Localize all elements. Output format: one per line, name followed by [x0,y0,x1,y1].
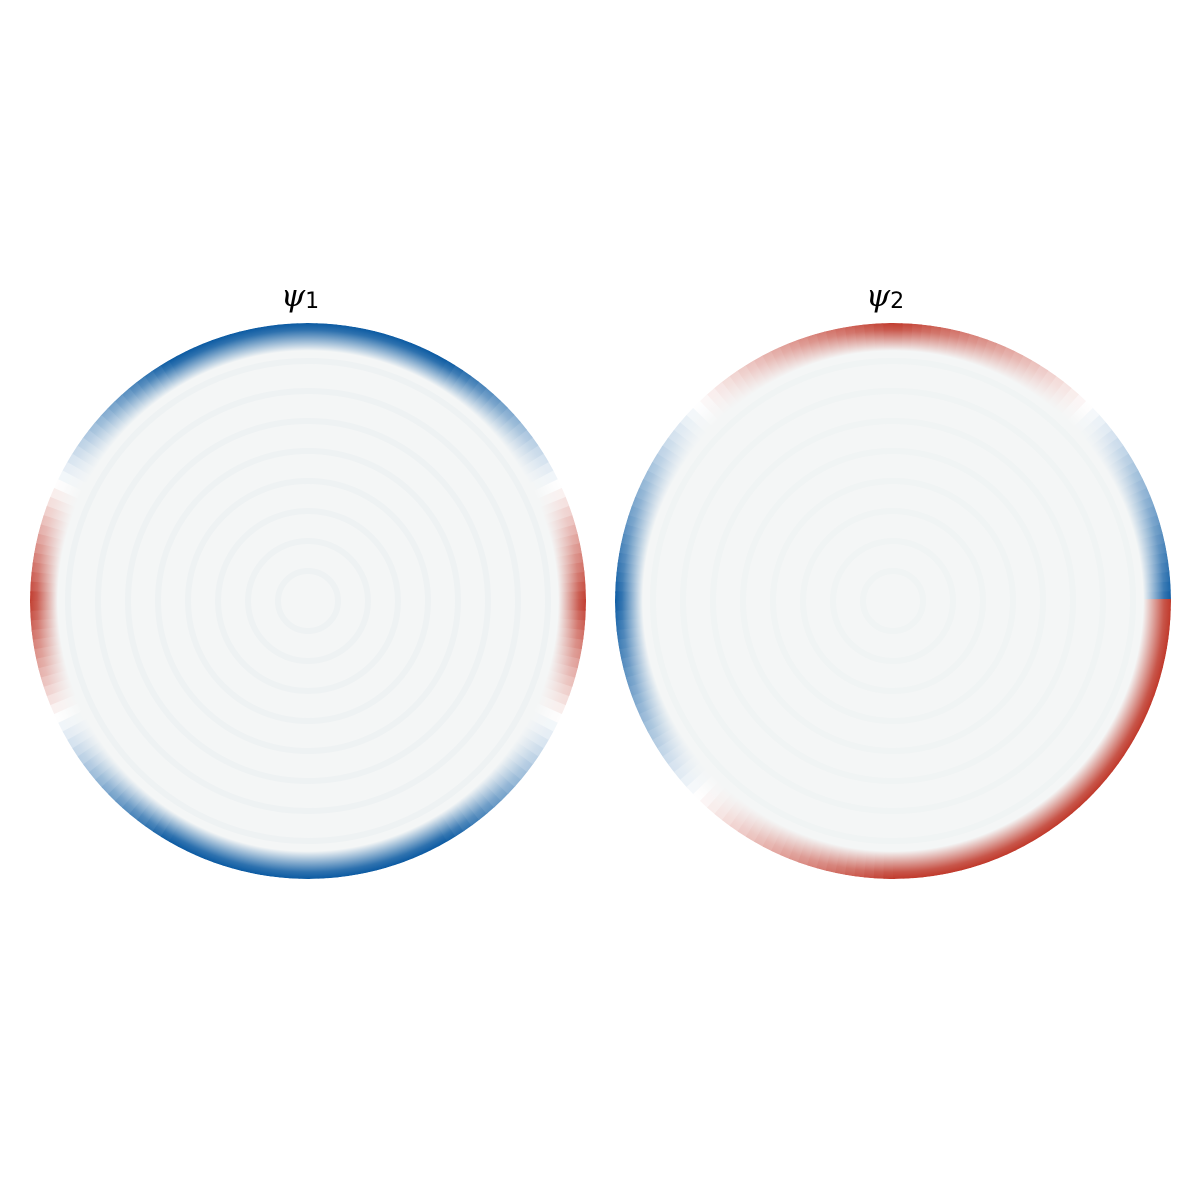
interior-ring [95,388,521,814]
interior-ring [65,358,551,844]
interior-ring [185,478,431,724]
interior-ring [770,478,1016,724]
disk-interior [615,323,1171,879]
interior-ring [830,538,956,664]
field-disk-psi-2 [615,323,1171,879]
panel-psi-1: ψ1 [0,278,600,879]
title-subscript: 1 [305,289,320,314]
interior-ring [245,538,371,664]
interior-ring [740,448,1046,754]
interior-ring [215,508,401,694]
title-symbol: ψ [865,278,891,314]
title-symbol: ψ [280,278,306,314]
field-disk-psi-1 [30,323,586,879]
panel-title-psi-2: ψ2 [585,278,1185,314]
interior-ring [680,388,1106,814]
panel-title-psi-1: ψ1 [0,278,600,314]
interior-ring [125,418,491,784]
interior-ring [275,568,341,634]
interior-ring [650,358,1136,844]
disk-interior [30,323,586,879]
interior-ring [860,568,926,634]
panel-psi-2: ψ2 [585,0,1185,1200]
interior-ring [800,508,986,694]
disk-svg [615,323,1171,879]
disk-svg [30,323,586,879]
title-subscript: 2 [890,289,905,314]
interior-ring [155,448,461,754]
interior-ring [710,418,1076,784]
